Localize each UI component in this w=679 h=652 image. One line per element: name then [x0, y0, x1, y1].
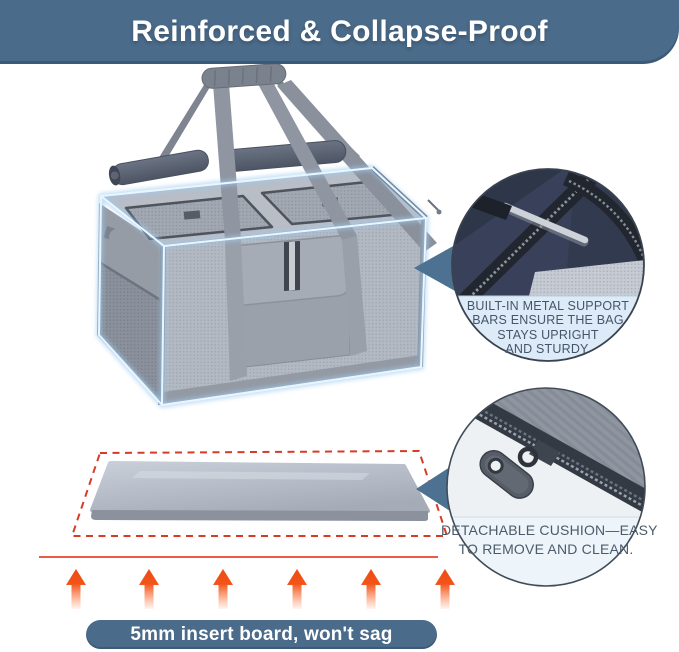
dashed-outline — [71, 450, 448, 537]
up-arrow-icon — [361, 569, 381, 609]
callout-line: TO REMOVE AND CLEAN. — [458, 541, 634, 557]
support-frame-wireframe — [96, 165, 429, 408]
callout-text-cushion: DETACHABLE CUSHION—EASY TO REMOVE AND CL… — [441, 521, 658, 559]
up-arrow-icon — [66, 569, 86, 609]
up-arrow-icon — [287, 569, 307, 609]
footer-pill-label: 5mm insert board, won't sag — [130, 623, 393, 645]
callout-line: BARS ENSURE THE BAG — [472, 313, 624, 328]
handle-grip — [201, 63, 287, 89]
insert-board — [90, 461, 430, 521]
page-title: Reinforced & Collapse-Proof — [131, 15, 548, 48]
callout-line: BUILT-IN METAL SUPPORT — [466, 299, 630, 313]
up-arrow-icons — [66, 569, 455, 609]
callout-circle-zipper — [446, 387, 646, 587]
rolled-flap-left — [108, 149, 209, 186]
rolled-flap-right — [220, 140, 347, 172]
footer-pill: 5mm insert board, won't sag — [86, 620, 437, 649]
callout-line: DETACHABLE CUSHION—EASY — [441, 522, 658, 538]
up-arrow-icon — [139, 569, 159, 609]
callout-pointer-icon — [414, 245, 455, 291]
up-arrow-icon — [435, 569, 455, 609]
callout-line: STAYS UPRIGHT — [497, 327, 599, 342]
up-arrow-icon — [213, 569, 233, 609]
callout-text-metal-bar: BUILT-IN METAL SUPPORT BARS ENSURE THE B… — [448, 299, 648, 357]
pet-carrier-bag — [96, 63, 442, 408]
d-ring — [103, 226, 125, 245]
callout-pointer-icon — [416, 467, 450, 511]
header-banner: Reinforced & Collapse-Proof — [0, 0, 679, 64]
zipper-pull-icon — [479, 450, 534, 499]
callout-line: AND STURDY. — [505, 342, 591, 357]
insert-board-section — [39, 450, 455, 609]
